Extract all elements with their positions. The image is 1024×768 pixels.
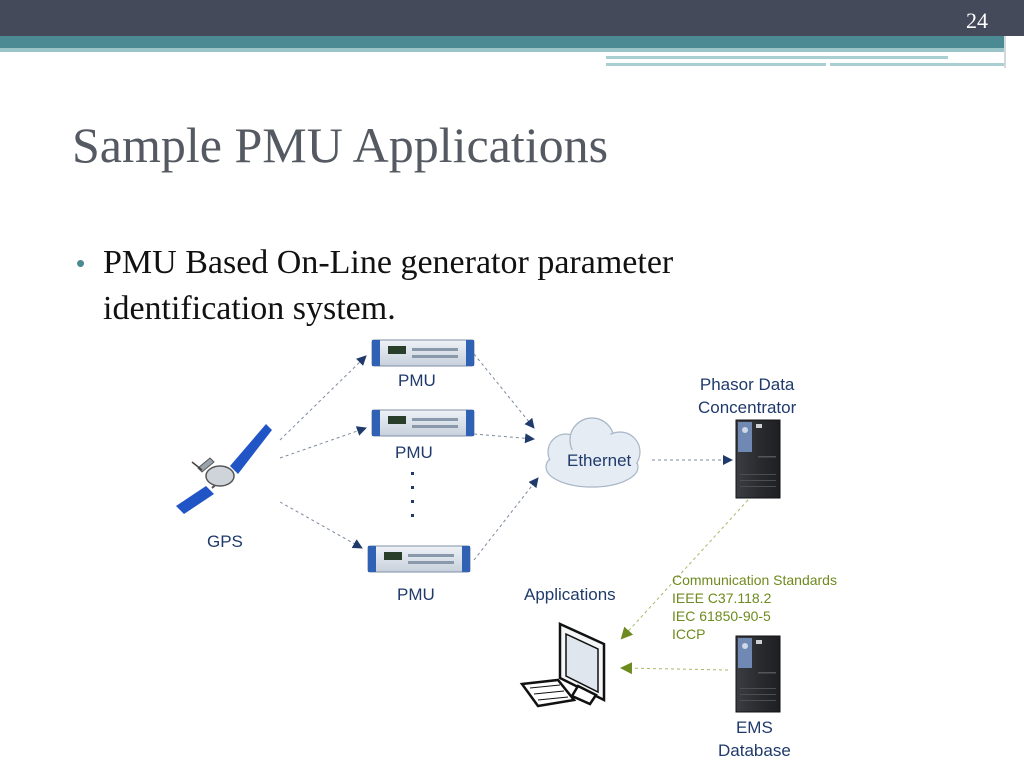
- standard-line: ICCP: [672, 626, 706, 642]
- header-band: [0, 36, 1004, 48]
- server-tower-icon: [735, 419, 781, 499]
- slide-number: 24: [966, 8, 988, 33]
- header-accent-line: [606, 56, 948, 59]
- header-divider: [1004, 36, 1006, 68]
- header-band-light: [0, 48, 1004, 52]
- bullet-icon: •: [76, 248, 86, 278]
- applications-label: Applications: [524, 585, 616, 604]
- pmu-label: PMU: [395, 443, 433, 462]
- slide-title: Sample PMU Applications: [72, 117, 609, 173]
- top-bar: [0, 0, 1024, 36]
- pmu-to-ethernet-arrows: [473, 353, 539, 561]
- gps-label: GPS: [207, 532, 243, 551]
- pdc-label-line: Phasor Data: [699, 375, 795, 394]
- header-accent-line: [830, 63, 1004, 66]
- communication-standards: Communication Standards IEEE C37.118.2 I…: [672, 571, 837, 643]
- ems-label-line: Database: [718, 741, 791, 760]
- gps-to-pmu-arrows: [279, 355, 367, 549]
- satellite-icon: [176, 424, 272, 514]
- pmu-device-icon: [371, 339, 475, 367]
- ethernet-label: Ethernet: [567, 451, 632, 470]
- ellipsis-dots: [411, 472, 414, 517]
- standard-line: IEC 61850-90-5: [672, 608, 771, 624]
- standard-line: Communication Standards: [672, 572, 837, 588]
- bullet-text: PMU Based On-Line generator parameter id…: [103, 244, 674, 327]
- ems-to-applications-arrow: [620, 662, 729, 675]
- pmu-label: PMU: [398, 371, 436, 390]
- ems-label-line: EMS: [735, 718, 773, 737]
- pdc-label: Phasor Data Concentrator: [698, 373, 796, 419]
- pdc-label-line: Concentrator: [698, 398, 797, 417]
- database-server-icon: [735, 635, 781, 713]
- pdc-to-applications-arrow: [620, 499, 749, 640]
- pmu-device-icon: [371, 409, 475, 437]
- header-accent-line: [606, 63, 826, 66]
- computer-icon: [519, 622, 606, 708]
- ems-label: EMS Database: [718, 716, 791, 762]
- standard-line: IEEE C37.118.2: [672, 590, 772, 606]
- pmu-device-icon: [367, 545, 471, 573]
- ethernet-cloud-icon: [545, 417, 641, 488]
- pmu-label: PMU: [397, 585, 435, 604]
